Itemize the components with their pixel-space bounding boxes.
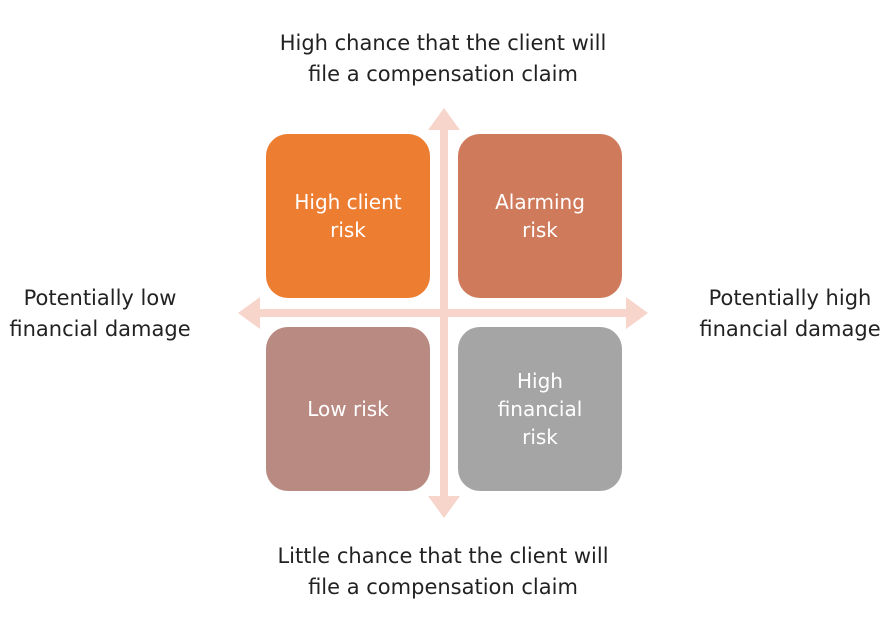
axis-label-right: Potentially high financial damage [699,286,881,341]
quadrant-low-risk: Low risk [266,327,430,491]
axis-label-bottom: Little chance that the client will file … [277,544,609,599]
quadrant-alarming-risk: Alarming risk [458,134,622,298]
axis-label-left: Potentially low financial damage [9,286,191,341]
axis-label-top: High chance that the client will file a … [279,31,607,86]
horizontal-axis-arrow [238,297,648,329]
quadrant-high-client-risk: High client risk [266,134,430,298]
quadrant-high-financial-risk: High financial risk [458,327,622,491]
